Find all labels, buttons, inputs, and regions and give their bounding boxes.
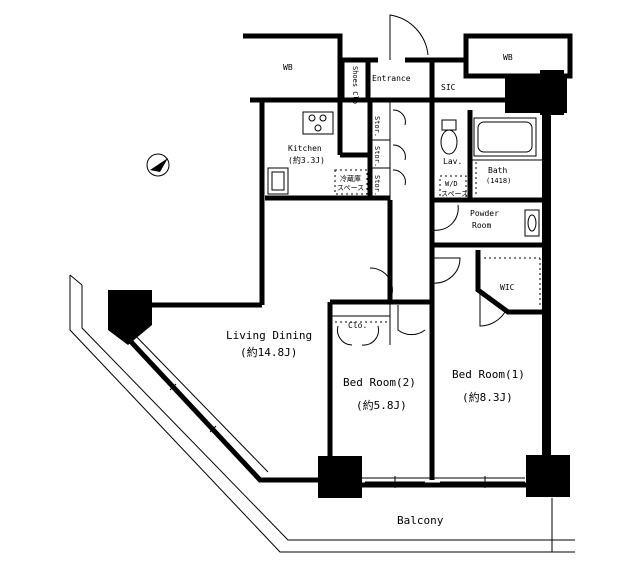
room-labels: WB WB Shoes Clo Entrance SIC Stor. Stor.… [226, 53, 525, 527]
label-wic: WIC [500, 283, 515, 292]
label-storage-3: Stor. [373, 175, 381, 196]
label-kitchen-size: (約3.3J) [288, 155, 325, 165]
sink-icon [267, 167, 289, 195]
label-bath: Bath [488, 166, 507, 175]
fixtures [267, 111, 541, 323]
label-living-dining: Living Dining [226, 329, 312, 342]
label-wb-right: WB [503, 53, 513, 62]
label-powder-room: Powder [470, 209, 499, 218]
label-bath-size: (1418) [486, 177, 511, 185]
label-wb-left: WB [283, 63, 293, 72]
label-bedroom1-size: (約8.3J) [462, 390, 513, 404]
stove-icon [302, 111, 334, 135]
label-lav: Lav. [443, 157, 462, 166]
label-bedroom1: Bed Room(1) [452, 368, 525, 381]
label-sic: SIC [441, 83, 456, 92]
doors [336, 14, 506, 346]
label-storage-2: Stor. [373, 146, 381, 167]
label-powder-room-2: Room [472, 221, 491, 230]
label-fridge-space-2: スペース [337, 184, 364, 192]
interior-walls [265, 57, 545, 480]
bathtub-icon [473, 117, 537, 157]
label-shoes-closet: Shoes Clo [351, 66, 359, 104]
balcony-outline [69, 274, 575, 553]
label-balcony: Balcony [397, 514, 444, 527]
label-bedroom2-size: (約5.8J) [356, 398, 407, 412]
exterior-walls [118, 33, 573, 488]
label-entrance: Entrance [372, 74, 411, 83]
windows [169, 383, 525, 488]
toilet-icon [440, 119, 458, 155]
columns [108, 290, 570, 498]
label-closet: Clo. [348, 321, 367, 330]
north-arrow-icon [146, 153, 170, 177]
label-bedroom2: Bed Room(2) [343, 376, 416, 389]
label-wd-space: W/D [445, 180, 458, 188]
label-storage-1: Stor. [373, 116, 381, 137]
label-living-dining-size: (約14.8J) [240, 345, 297, 359]
label-kitchen: Kitchen [288, 144, 322, 153]
label-fridge-space: 冷蔵庫 [340, 174, 361, 183]
label-wd-space-2: スペース [441, 190, 468, 198]
